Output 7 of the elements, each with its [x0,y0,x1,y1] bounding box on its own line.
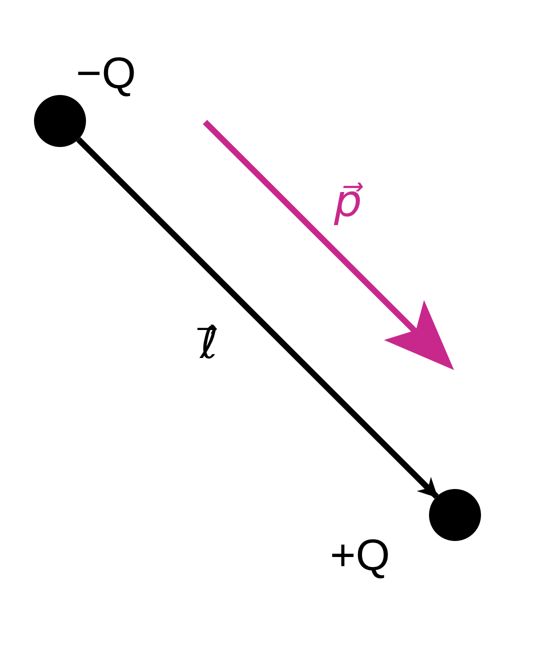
charge-label: −Q [76,52,136,96]
vector-label: ℓ⃗ [200,322,218,366]
vector-label: p⃗ [334,180,362,224]
vector-arrow [76,137,439,499]
charge-dot [34,95,86,147]
charge-label: +Q [330,534,390,578]
charge-dot [429,489,481,541]
